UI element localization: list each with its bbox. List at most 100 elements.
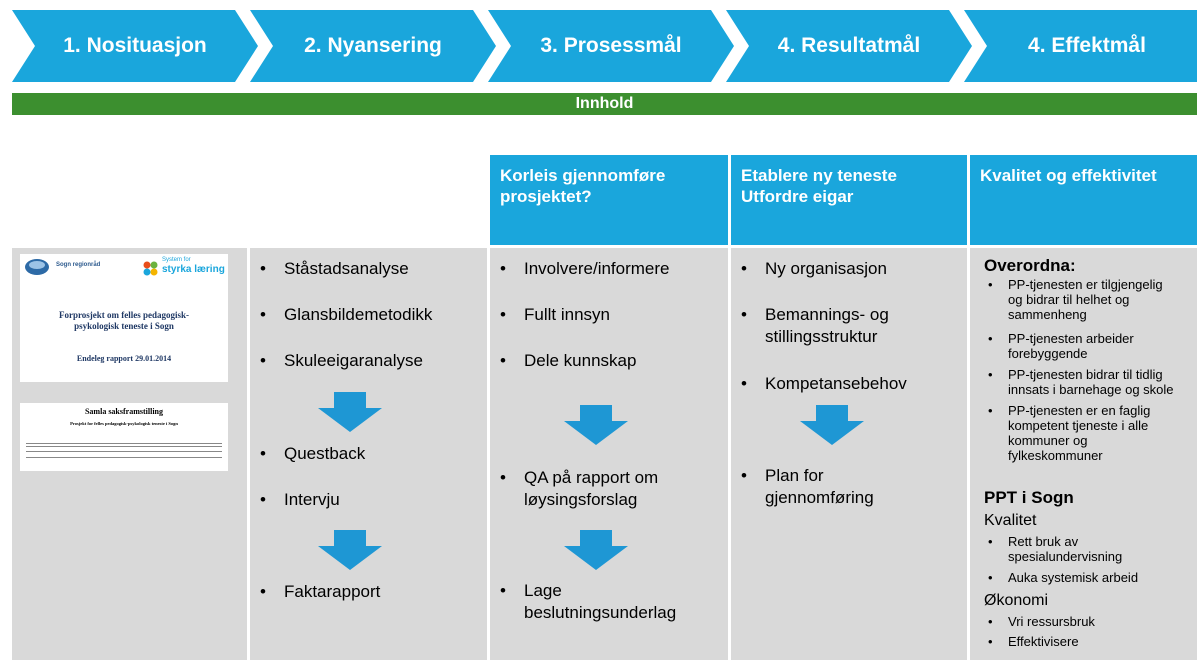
col3-item-2-text: Fullt innsyn — [524, 305, 610, 324]
col2-item-5: •Intervju — [260, 489, 485, 511]
bullet: • — [260, 490, 266, 509]
col3-item-3: •Dele kunnskap — [500, 350, 725, 372]
kvalitet-item-2: •Auka systemisk arbeid — [988, 570, 1194, 585]
bullet: • — [988, 367, 993, 382]
bullet: • — [988, 277, 993, 292]
bullet: • — [988, 570, 993, 585]
header-col5: Kvalitet og effektivitet — [970, 155, 1197, 245]
kvalitet-item-1-line1: Rett bruk av — [1008, 534, 1079, 549]
bullet: • — [260, 259, 266, 278]
bullet: • — [741, 466, 747, 485]
okonomi-item-2: •Effektivisere — [988, 634, 1194, 649]
header-col3-line2: prosjektet? — [500, 187, 592, 206]
overordna-item-1-line3: sammenheng — [1008, 307, 1087, 322]
col4-item-3: • Kompetansebehov — [741, 373, 963, 395]
bullet: • — [260, 444, 266, 463]
bullet: • — [260, 351, 266, 370]
bullet: • — [260, 305, 266, 324]
doc2-rule-1 — [26, 443, 222, 447]
doc2-subtitle: Prosjekt for felles pedagogisk-psykologi… — [70, 421, 178, 426]
header-col5-line1: Kvalitet og effektivitet — [980, 166, 1157, 185]
down-arrow-icon — [318, 530, 382, 570]
down-arrow-icon — [564, 530, 628, 570]
col2-item-6: • Faktarapport — [260, 581, 485, 603]
doc1-title: Forprosjekt om felles pedagogisk- psykol… — [20, 310, 228, 332]
chevron-2 — [250, 10, 496, 82]
header-col3: Korleis gjennomføre prosjektet? — [490, 155, 728, 245]
col2-item-2-text: Glansbildemetodikk — [284, 305, 433, 324]
header-col3-line1: Korleis gjennomføre — [500, 166, 666, 185]
col4-item-2-line1: Bemannings- og — [765, 305, 889, 324]
col2-item-1-text: Ståstadsanalyse — [284, 259, 409, 278]
chevron-5-label: 4. Effektmål — [1028, 34, 1146, 57]
chevron-5 — [964, 10, 1197, 82]
okonomi-item-1-line1: Vri ressursbruk — [1008, 614, 1095, 629]
header-col4-line2: Utfordre eigar — [741, 187, 854, 206]
doc1-title-line2: psykologisk teneste i Sogn — [74, 321, 174, 331]
col2-item-6-text: Faktarapport — [284, 582, 381, 601]
overordna-item-4-line4: fylkeskommuner — [1008, 448, 1103, 463]
bullet: • — [500, 581, 506, 600]
header-col4-line1: Etablere ny teneste — [741, 166, 897, 185]
bullet: • — [988, 403, 993, 418]
bullet: • — [741, 305, 747, 324]
chevron-1-label: 1. Nosituasjon — [63, 34, 207, 57]
col4-item-4-line1: Plan for — [765, 466, 824, 485]
overordna-item-1-line1: PP-tjenesten er tilgjengelig — [1008, 277, 1163, 292]
ppt-title: PPT i Sogn — [984, 488, 1074, 507]
col3-item-5: • Lage beslutningsunderlag — [500, 580, 725, 624]
innhold-bar: Innhold — [12, 93, 1197, 115]
overordna-item-4-line1: PP-tjenesten er en faglig — [1008, 403, 1151, 418]
doc1-subtitle: Endeleg rapport 29.01.2014 — [76, 354, 172, 363]
doc1-title-line1: Forprosjekt om felles pedagogisk- — [58, 310, 190, 320]
logo2-top: System for — [162, 257, 191, 263]
process-chevrons — [12, 10, 1197, 82]
chevron-4-label: 4. Resultatmål — [777, 34, 921, 57]
overordna-item-3-line2: innsats i barnehage og skole — [1008, 382, 1174, 397]
doc2-rule-3 — [26, 457, 222, 458]
col3-item-5-line1: Lage — [524, 581, 562, 600]
col4-item-1-text: Ny organisasjon — [765, 259, 887, 278]
bullet: • — [500, 259, 506, 278]
col2-item-3: • Skuleeigaranalyse — [260, 350, 485, 372]
col3-item-3-text: Dele kunnskap — [524, 351, 637, 370]
overordna-item-1-line2: og bidrar til helhet og — [1008, 292, 1130, 307]
logo-text: Sogn regionråd — [56, 262, 101, 268]
saksframstilling-thumbnail: Samla saksframstilling Prosjekt for fell… — [20, 403, 228, 471]
overordna-item-2-line2: forebyggende — [1008, 346, 1088, 361]
overordna-item-4-line2: kompetent tjeneste i alle — [1008, 418, 1149, 433]
col3-item-1-text: Involvere/informere — [524, 259, 670, 278]
bullet: • — [741, 374, 747, 393]
bullet: • — [988, 614, 993, 629]
col3-item-1: • Involvere/informere — [500, 258, 725, 280]
panel-col3 — [490, 248, 728, 660]
col3-item-4-line2: løysingsforslag — [524, 490, 638, 509]
header-col4: Etablere ny teneste Utfordre eigar — [731, 155, 967, 245]
col4-item-3-text: Kompetansebehov — [765, 374, 907, 393]
kvalitet-item-1-line2: spesialundervisning — [1008, 549, 1123, 564]
bullet: • — [260, 582, 266, 601]
logo2-main: styrka læring — [162, 264, 225, 275]
okonomi-label: Økonomi — [984, 592, 1049, 609]
okonomi-item-1: • Vri ressursbruk — [988, 614, 1194, 629]
col3-item-5-line2: beslutningsunderlag — [524, 603, 677, 622]
down-arrow-icon — [800, 405, 864, 445]
col4-item-1: •Ny organisasjon — [741, 258, 963, 280]
col2-item-3-text: Skuleeigaranalyse — [284, 351, 423, 370]
okonomi-item-2-line1: Effektivisere — [1008, 634, 1079, 649]
down-arrow-icon — [564, 405, 628, 445]
overordna-item-4-line3: kommuner og — [1008, 433, 1088, 448]
panel-col4 — [731, 248, 967, 660]
flower-logo-icon — [143, 261, 158, 276]
col3-item-4-line1: QA på rapport om — [524, 468, 659, 487]
kvalitet-label: Kvalitet — [984, 512, 1037, 529]
col2-item-4-text: Questback — [284, 444, 366, 463]
chevron-3 — [488, 10, 734, 82]
chevron-3-label: 3. Prosessmål — [540, 34, 682, 57]
report-thumbnail: Sogn regionråd System for styrka læring … — [20, 254, 228, 382]
